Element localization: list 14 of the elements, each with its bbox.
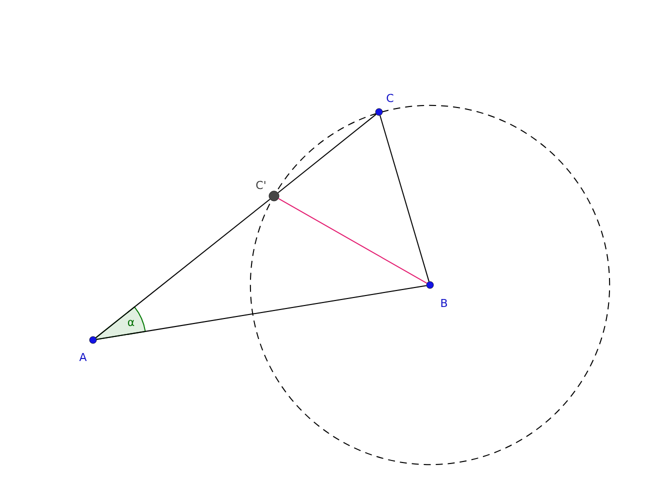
point-label: A xyxy=(79,352,87,361)
line-segment xyxy=(380,115,430,282)
angle-label: α xyxy=(128,320,134,326)
point-label: C xyxy=(386,94,394,102)
point-label: C' xyxy=(256,180,266,190)
point-label: B xyxy=(441,298,447,307)
point xyxy=(375,108,383,116)
point xyxy=(89,336,97,344)
line-segment xyxy=(278,114,377,194)
line-segment xyxy=(95,198,270,338)
point xyxy=(426,281,434,289)
line-segment xyxy=(278,198,428,284)
line-segment xyxy=(96,285,427,340)
point xyxy=(268,190,280,202)
